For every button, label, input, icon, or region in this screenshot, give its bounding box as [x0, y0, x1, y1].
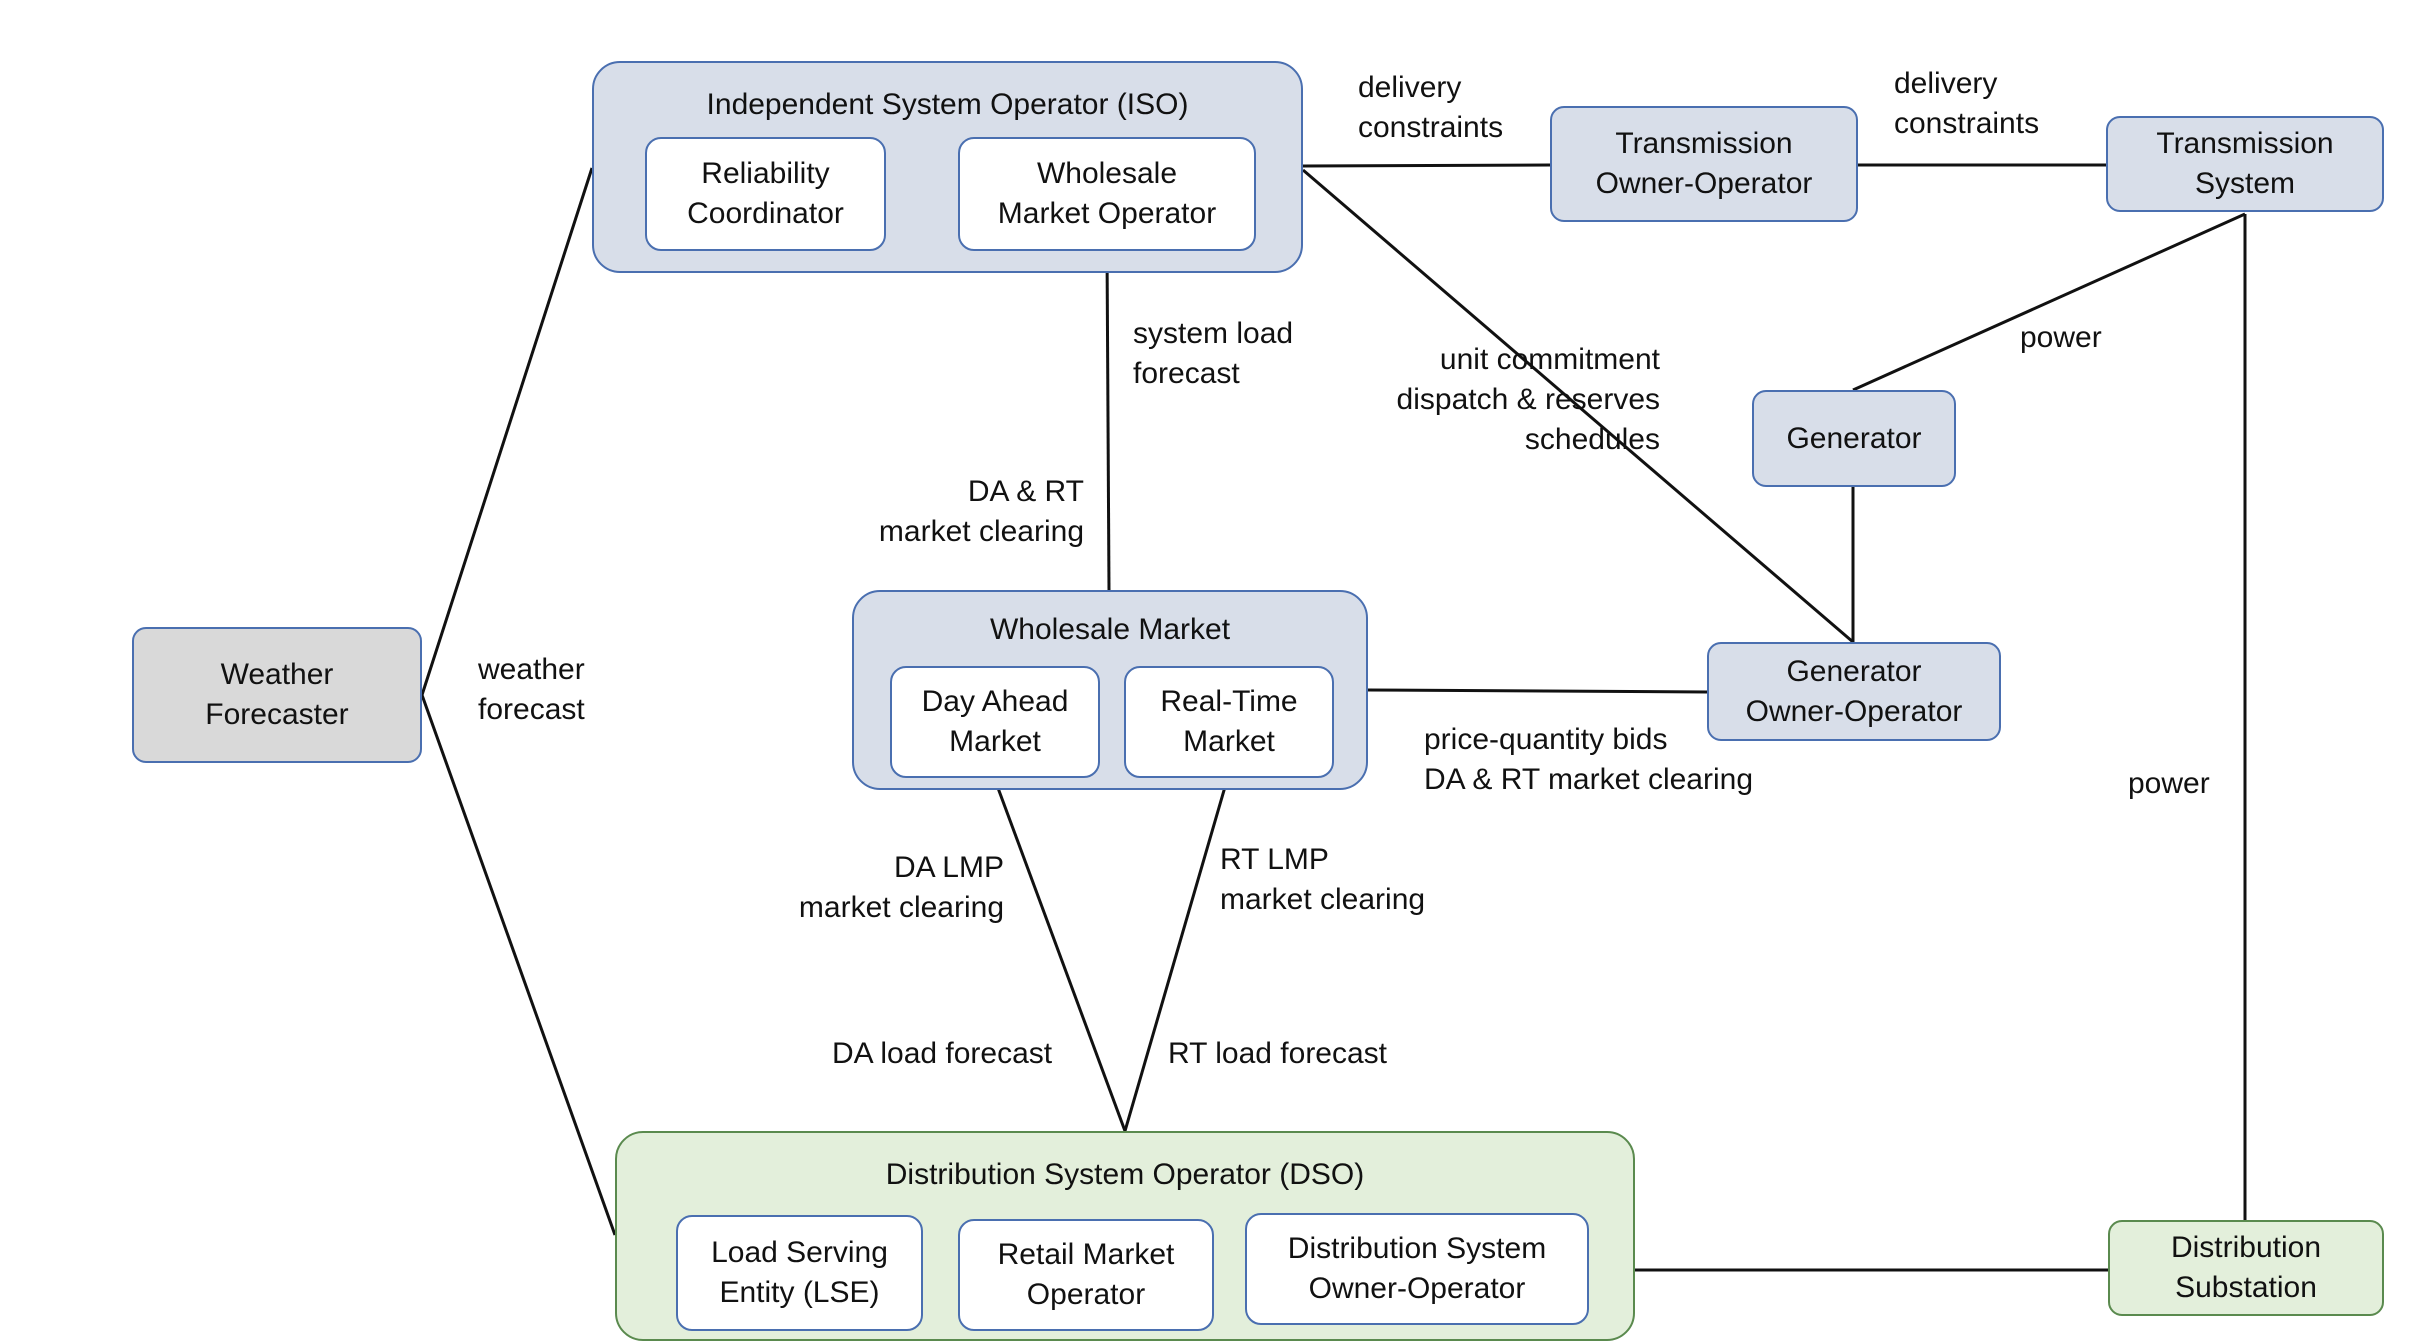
iso-title: Independent System Operator (ISO) — [706, 88, 1189, 121]
wholesale-market-operator-node: Wholesale Market Operator — [958, 137, 1256, 251]
line-realtime-dso — [1123, 779, 1229, 1132]
label-rt-load-forecast: RT load forecast — [1168, 1037, 1388, 1070]
label-weather-forecast: weather forecast — [478, 653, 585, 726]
wholesale-market-node: Wholesale Market Day Ahead Market Real-T… — [852, 590, 1368, 790]
reliability-coordinator-node: Reliability Coordinator — [645, 137, 886, 251]
line-weather-iso — [420, 167, 594, 696]
distribution-substation-node: Distribution Substation — [2108, 1220, 2384, 1316]
line-weather-dso — [420, 694, 617, 1236]
transmission-system-node: Transmission System — [2106, 116, 2384, 212]
label-da-rt-market-clearing: DA & RT market clearing — [878, 475, 1084, 548]
iso-node: Independent System Operator (ISO) Reliab… — [592, 61, 1303, 273]
day-ahead-market-node: Day Ahead Market — [890, 666, 1100, 778]
label-delivery-constraints-2: delivery constraints — [1894, 67, 2040, 140]
lse-node: Load Serving Entity (LSE) — [676, 1215, 923, 1331]
retail-market-operator-node: Retail Market Operator — [958, 1219, 1214, 1331]
wholesale-market-title: Wholesale Market — [989, 613, 1231, 646]
label-power-top: power — [2020, 321, 2102, 354]
line-iso-wholesale-market — [1105, 247, 1111, 591]
label-da-load-forecast: DA load forecast — [832, 1037, 1053, 1070]
line-transmission-system-generator — [1852, 212, 2246, 392]
weather-forecaster-node: Weather Forecaster — [132, 627, 422, 763]
line-wholesale-generator-owner — [1367, 688, 1708, 694]
dso-node: Distribution System Operator (DSO) Load … — [615, 1131, 1635, 1341]
generator-node: Generator — [1752, 390, 1956, 487]
label-delivery-constraints-1: delivery constraints — [1358, 71, 1504, 144]
label-rt-lmp: RT LMP market clearing — [1220, 843, 1426, 916]
label-da-lmp: DA LMP market clearing — [798, 851, 1004, 924]
label-unit-commitment: unit commitment dispatch & reserves sche… — [1396, 343, 1660, 456]
transmission-owner-node: Transmission Owner-Operator — [1550, 106, 1858, 222]
line-iso-generator-owner — [1302, 168, 1854, 644]
line-dayahead-dso — [996, 787, 1127, 1132]
label-system-load-forecast: system load forecast — [1133, 317, 1294, 390]
line-iso-transmission-owner — [1302, 163, 1551, 168]
label-power-right: power — [2128, 767, 2210, 800]
dso-title: Distribution System Operator (DSO) — [885, 1158, 1365, 1191]
generator-owner-node: Generator Owner-Operator — [1707, 642, 2001, 741]
real-time-market-node: Real-Time Market — [1124, 666, 1334, 778]
label-price-quantity-bids: price-quantity bids DA & RT market clear… — [1424, 723, 1754, 796]
distribution-owner-node: Distribution System Owner-Operator — [1245, 1213, 1589, 1325]
